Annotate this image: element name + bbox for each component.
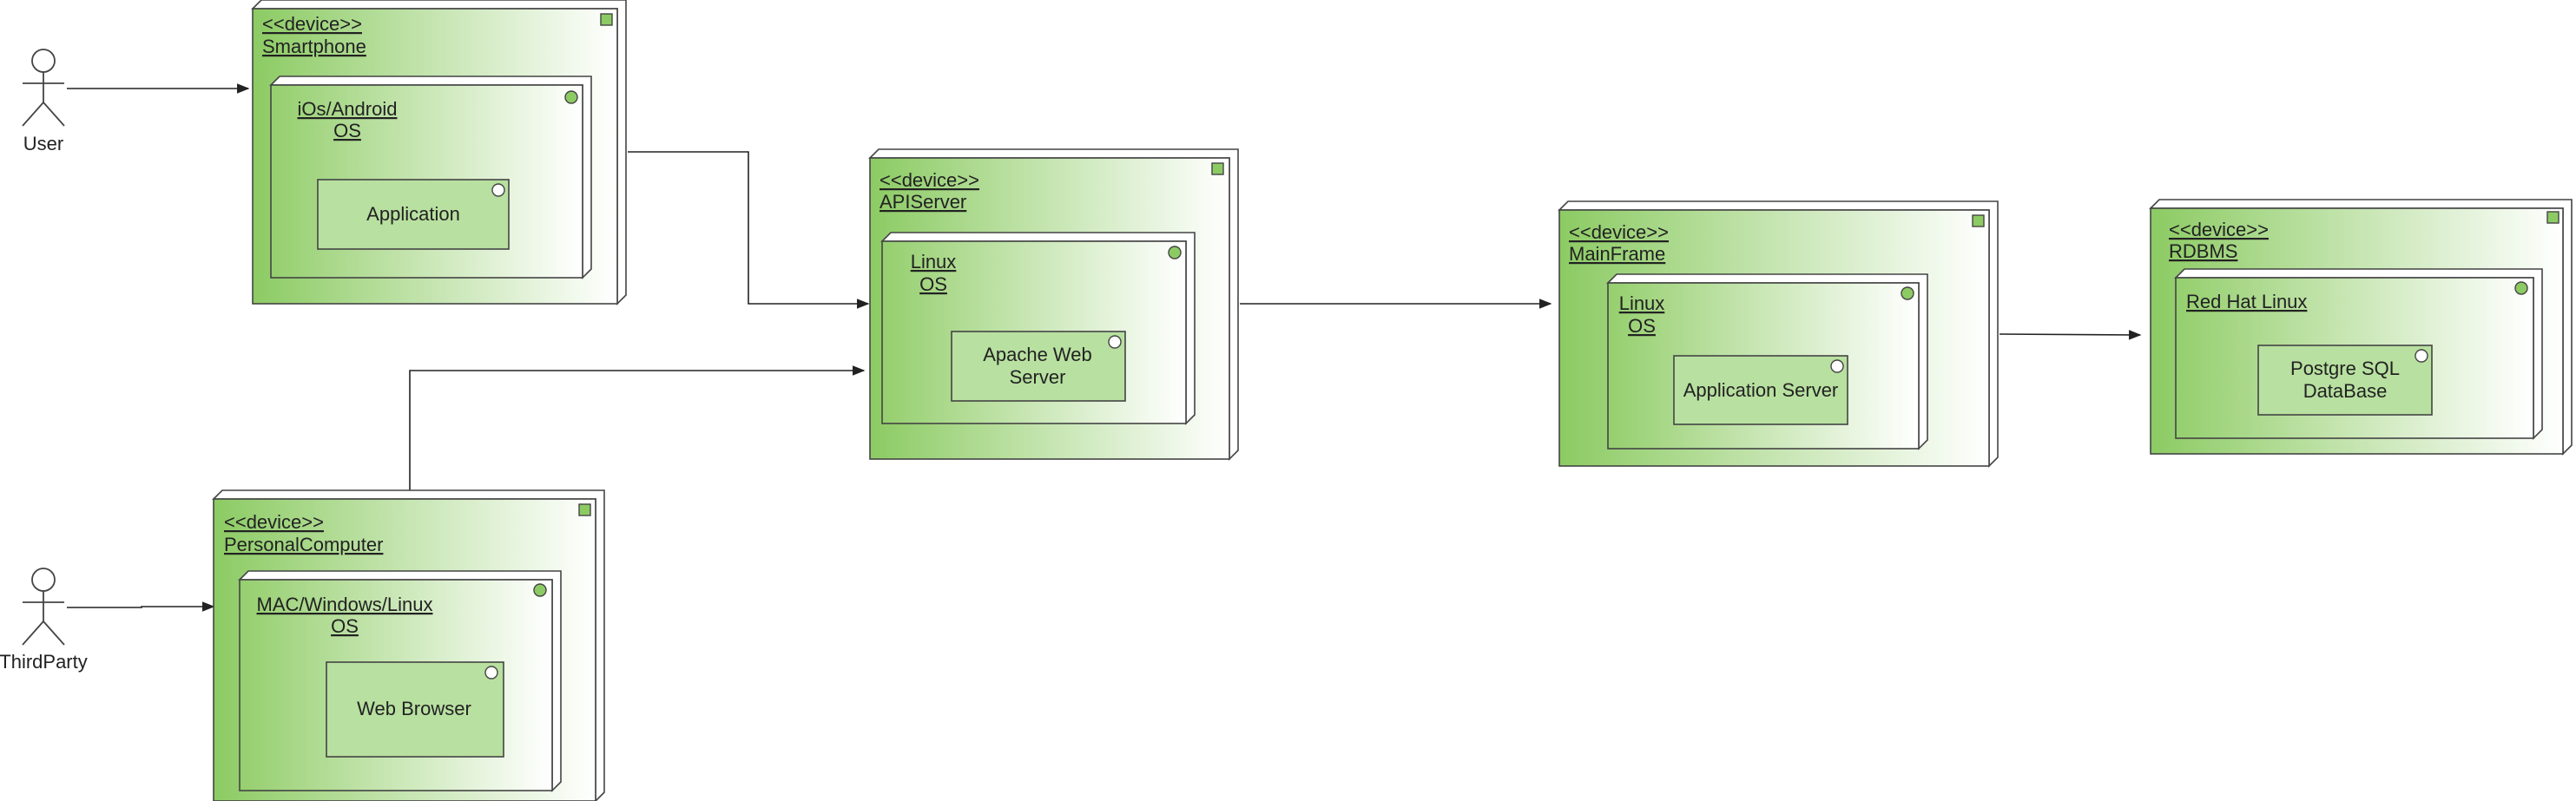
stick-figure-icon [22,568,65,646]
node-stereotype: <<device>> [880,169,979,191]
component-label-line2: DataBase [2303,380,2388,402]
component-label-line1: Apache Web [983,344,1092,365]
node-name: PersonalComputer [224,534,383,555]
component-application[interactable]: Application [317,179,510,250]
component-application-server[interactable]: Application Server [1673,355,1848,425]
os-label-line2: OS [331,615,359,637]
os-node[interactable]: Linux OS Application Server [1606,273,1928,450]
node-stereotype: <<device>> [1569,221,1669,243]
actor-thirdparty[interactable]: ThirdParty [0,568,88,673]
node-name: APIServer [880,191,966,213]
actor-label: User [23,133,63,154]
component-label-line2: Server [1010,366,1066,388]
os-icon [2514,281,2528,295]
os-label-line2: OS [1628,315,1656,337]
os-icon [1901,286,1914,300]
os-icon [533,583,547,597]
node-name: MainFrame [1569,243,1665,265]
node-personal-computer[interactable]: <<device>> PersonalComputer MAC/Windows/… [212,489,605,801]
component-label: Web Browser [357,698,471,719]
node-stereotype: <<device>> [262,13,362,35]
edge-mainframe-rdbms[interactable] [1999,330,2142,340]
node-icon [578,503,591,516]
node-smartphone[interactable]: <<device>> Smartphone iOs/Android OS App… [251,0,627,305]
node-stereotype: <<device>> [2169,219,2269,240]
node-icon [1211,162,1224,175]
component-label: Application Server [1683,379,1839,401]
os-label-line1: Red Hat Linux [2186,291,2307,312]
stick-figure-icon [22,49,65,127]
connections [67,83,2142,612]
edge-personalcomputer-apiserver[interactable] [409,365,866,490]
component-postgre-sql-database[interactable]: Postgre SQL DataBase [2257,345,2433,416]
os-node[interactable]: Red Hat Linux Postgre SQL DataBase [2174,268,2543,440]
os-label-line2: OS [333,120,361,141]
component-icon [1108,335,1122,349]
edge-smartphone-apiserver[interactable] [628,151,870,309]
node-icon [600,13,613,26]
node-stereotype: <<device>> [224,511,324,533]
actor-label: ThirdParty [0,651,88,673]
os-label-line2: OS [919,273,947,295]
component-icon [491,183,505,197]
os-label-line1: iOs/Android [298,98,398,120]
node-mainframe[interactable]: <<device>> MainFrame Linux OS Applicatio… [1558,200,1999,468]
os-icon [1168,246,1182,259]
component-label-line1: Postgre SQL [2290,358,2400,379]
node-name: RDBMS [2169,240,2237,262]
os-label-line1: Linux [1619,292,1665,314]
os-node[interactable]: Linux OS Apache Web Server [880,232,1196,425]
component-label: Application [366,203,460,225]
os-node[interactable]: iOs/Android OS Application [269,76,592,279]
component-apache-web-server[interactable]: Apache Web Server [951,331,1126,402]
node-icon [1972,214,1985,227]
os-label-line1: MAC/Windows/Linux [257,594,433,615]
actor-user[interactable]: User [22,49,65,154]
os-label-line1: Linux [911,251,957,272]
os-node[interactable]: MAC/Windows/Linux OS Web Browser [238,570,562,792]
component-icon [2415,349,2428,363]
component-icon [484,666,498,680]
node-api-server[interactable]: <<device>> APIServer Linux OS Apache Web… [868,148,1239,461]
node-name: Smartphone [262,36,366,57]
component-icon [1830,359,1844,373]
os-icon [564,90,578,104]
node-icon [2546,211,2560,224]
component-web-browser[interactable]: Web Browser [326,661,504,758]
node-rdbms[interactable]: <<device>> RDBMS Red Hat Linux Postgre S… [2149,199,2573,456]
